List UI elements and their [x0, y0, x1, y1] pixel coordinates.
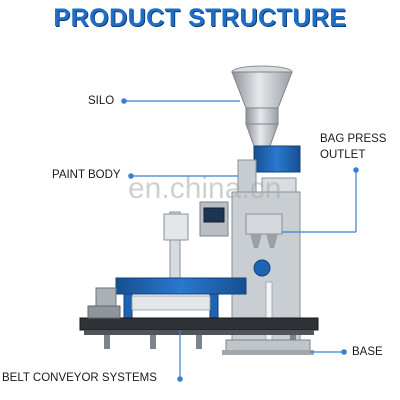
bag-clamp-stand [163, 211, 189, 283]
label-base: BASE [352, 346, 383, 358]
label-silo: SILO [88, 95, 115, 107]
leader-lines [121, 98, 359, 382]
label-paint-body: PAINT BODY [52, 169, 121, 181]
page-title: PRODUCT STRUCTURE [53, 4, 347, 32]
main-cabinet [199, 191, 301, 343]
label-belt-conveyor: BELT CONVEYOR SYSTEMS [2, 372, 157, 384]
control-screen [203, 207, 225, 223]
conveyor-frame [115, 277, 247, 321]
bag-press-outlet [245, 213, 283, 248]
label-bag-press-line2: OUTLET [320, 149, 366, 161]
label-bag-press-line1: BAG PRESS [320, 133, 387, 145]
motor-cover [253, 259, 271, 277]
watermark: en.china.cn [128, 172, 282, 205]
base-plate [222, 339, 314, 355]
belt-conveyor [79, 287, 319, 349]
conveyor-motor [95, 287, 117, 309]
silo-hopper [231, 65, 293, 147]
